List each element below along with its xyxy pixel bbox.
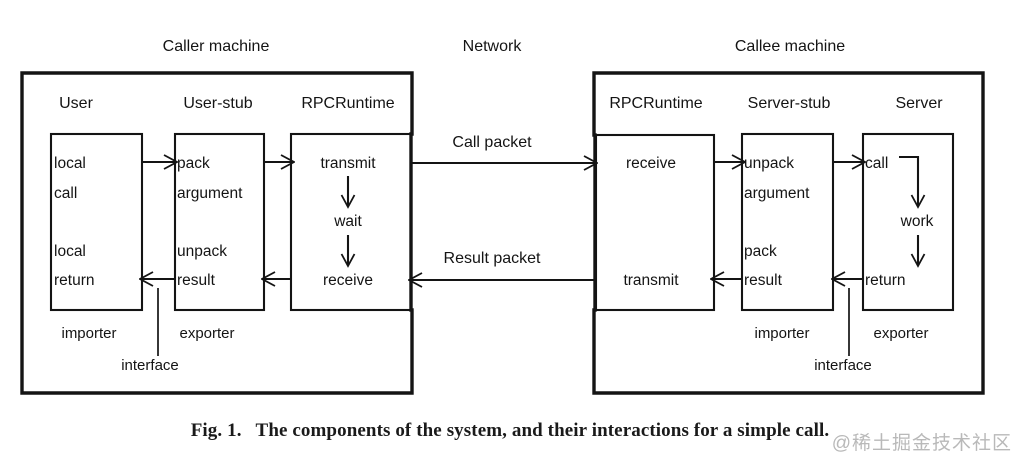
caller-rpcruntime-box (289, 132, 413, 312)
caller-col-title-user-stub: User-stub (183, 95, 252, 112)
callee-exporter-label: exporter (873, 325, 928, 342)
user-line-local-call-1: local (54, 155, 86, 172)
caller-exporter-label: exporter (179, 325, 234, 342)
callee-machine-label: Callee machine (735, 38, 845, 55)
caller-rpcruntime-line-transmit: transmit (320, 155, 376, 172)
user-stub-box (173, 132, 266, 312)
server-stub-line-argument: argument (744, 185, 810, 202)
user-line-local-call-2: call (54, 185, 77, 202)
caller-rpcruntime-line-receive: receive (323, 272, 373, 289)
callee-rpcruntime-line-transmit: transmit (623, 272, 679, 289)
figure-number: Fig. 1. (190, 420, 242, 441)
arrow-call-to-work (899, 155, 926, 209)
watermark-label: @稀土掘金技术社区 (831, 433, 1012, 454)
user-stub-line-result: result (177, 272, 216, 289)
figure-caption-text: The components of the system, and their … (255, 420, 830, 441)
server-stub-line-unpack: unpack (744, 155, 794, 172)
callee-interface-label: interface (814, 357, 872, 374)
server-stub-line-result: result (744, 272, 783, 289)
user-stub-line-pack: pack (177, 155, 210, 172)
user-stub-line-argument: argument (177, 185, 243, 202)
server-line-return: return (865, 272, 906, 289)
network-label: Network (463, 38, 523, 55)
call-packet-label: Call packet (452, 134, 532, 151)
callee-rpcruntime-line-receive: receive (626, 155, 676, 172)
user-line-local-return-2: return (54, 272, 95, 289)
callee-col-title-server: Server (895, 95, 943, 112)
caller-machine-label: Caller machine (163, 38, 270, 55)
server-line-call: call (865, 155, 888, 172)
callee-rpcruntime-box (594, 133, 716, 312)
user-line-local-return-1: local (54, 243, 86, 260)
figure-caption: Fig. 1. The components of the system, and… (0, 420, 1020, 442)
callee-col-title-rpcruntime: RPCRuntime (609, 95, 702, 112)
callee-col-title-server-stub: Server-stub (748, 95, 831, 112)
callee-machine-boundary (592, 71, 985, 395)
caller-col-title-rpcruntime: RPCRuntime (301, 95, 394, 112)
diagram-canvas: Caller machine Network Callee machine Us… (20, 38, 985, 395)
server-box (861, 132, 955, 312)
caller-rpcruntime-line-wait: wait (333, 213, 362, 230)
user-box (49, 132, 144, 312)
result-packet-label: Result packet (444, 250, 541, 267)
server-stub-line-pack: pack (744, 243, 777, 260)
caller-col-title-user: User (59, 95, 93, 112)
server-stub-box (740, 132, 835, 312)
caller-interface-label: interface (121, 357, 179, 374)
server-line-work: work (900, 213, 934, 230)
caller-importer-label: importer (61, 325, 116, 342)
callee-importer-label: importer (754, 325, 809, 342)
user-stub-line-unpack: unpack (177, 243, 227, 260)
caller-machine-boundary (20, 71, 414, 395)
